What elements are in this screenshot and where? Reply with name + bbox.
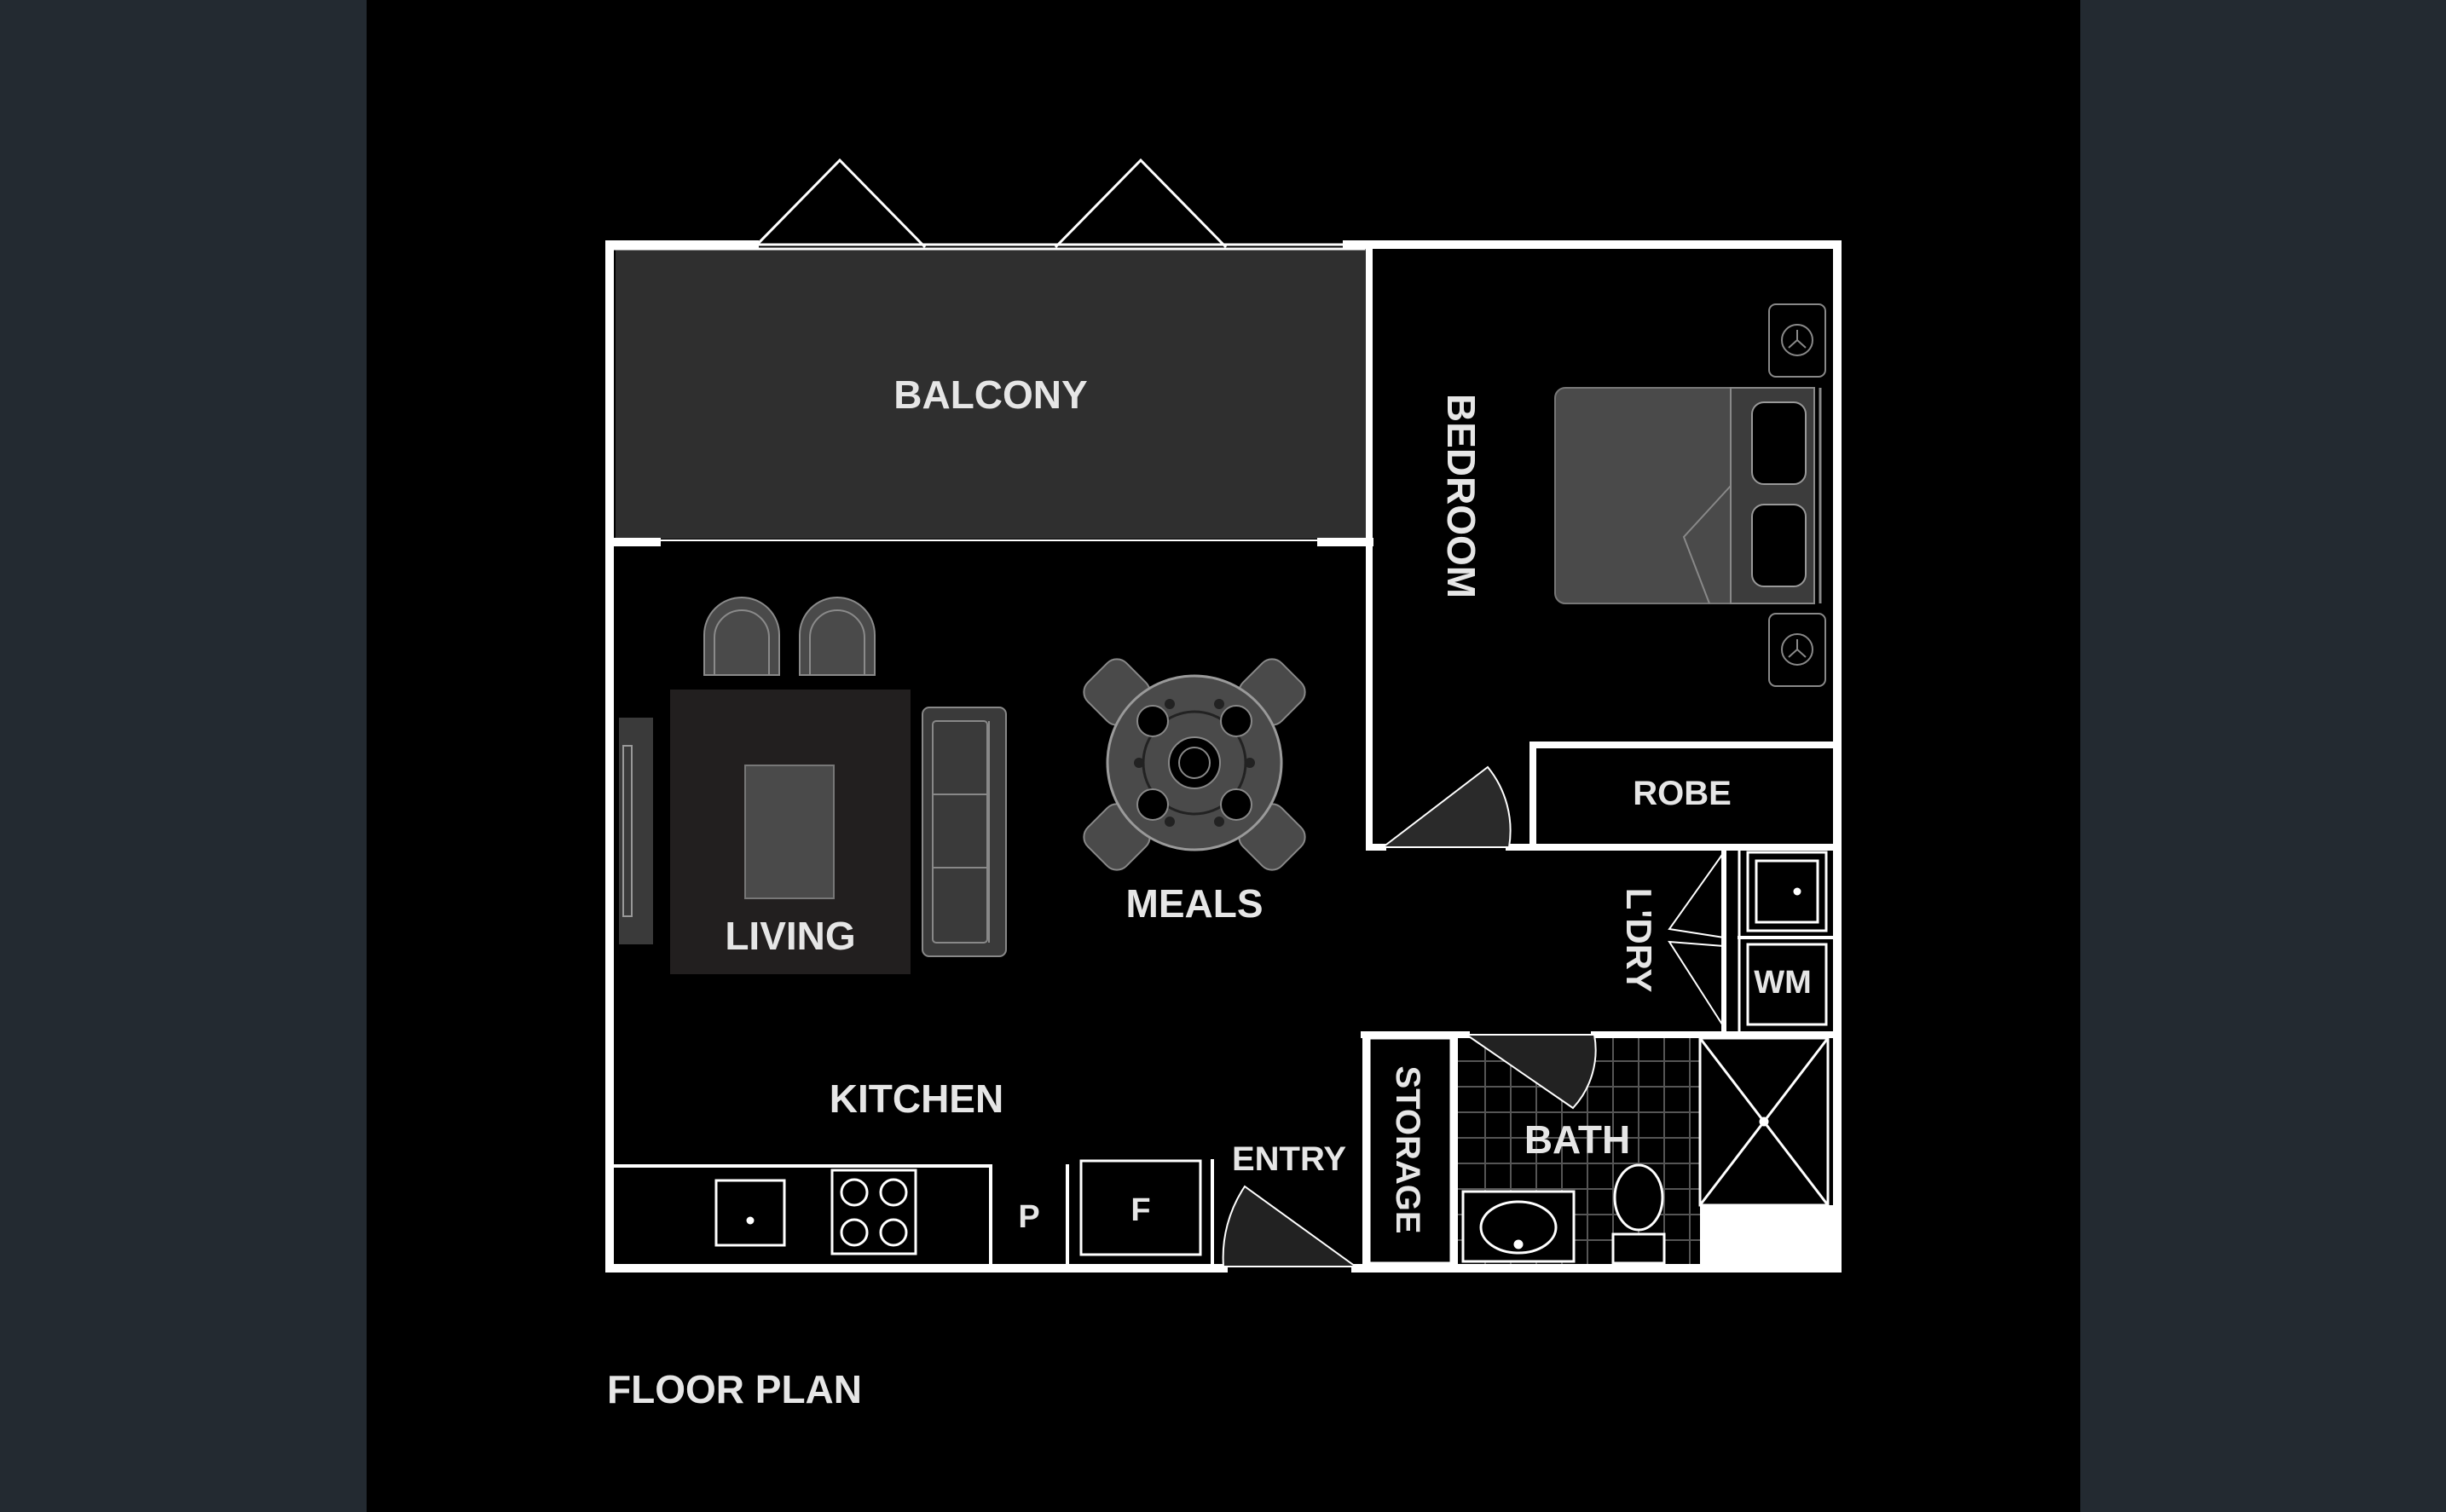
laundry-doors [1668, 851, 1725, 1028]
bath-label: BATH [1524, 1117, 1630, 1162]
washing-machine [1746, 943, 1828, 1026]
robe-label: ROBE [1633, 775, 1732, 812]
bedroom-door [1380, 765, 1512, 848]
fridge-label: F [1130, 1192, 1150, 1228]
armchairs [703, 597, 876, 676]
meals-label: MEALS [1126, 881, 1263, 926]
bedside-table-bottom [1768, 613, 1826, 687]
laundry-label: L'DRY [1619, 888, 1659, 993]
washing-machine-label: WM [1754, 965, 1812, 1001]
balcony-bifold-doors [753, 158, 1347, 249]
vanity-basin [1461, 1190, 1576, 1263]
pantry-label: P [1018, 1199, 1039, 1235]
balcony-floor [616, 249, 1366, 539]
toilet [1611, 1163, 1666, 1265]
fridge-space [1079, 1159, 1202, 1256]
coffee-table [744, 765, 835, 899]
tv-unit [619, 718, 653, 944]
storage-cupboard [1368, 1036, 1453, 1265]
shower-ledge [1700, 1205, 1833, 1264]
kitchen-sink [714, 1179, 786, 1247]
entry-door [1222, 1185, 1359, 1267]
living-label: LIVING [725, 914, 855, 958]
bedroom-label: BEDROOM [1439, 394, 1483, 598]
floor-plan-caption: FLOOR PLAN [607, 1367, 862, 1411]
storage-label: STORAGE [1389, 1065, 1426, 1233]
bedside-table-top [1768, 303, 1826, 378]
entry-label: ENTRY [1232, 1140, 1346, 1178]
cooktop [830, 1169, 917, 1255]
kitchen-label: KITCHEN [830, 1076, 1003, 1121]
balcony-label: BALCONY [893, 372, 1087, 417]
walls [605, 240, 1842, 1273]
dining-set [1083, 658, 1306, 871]
bath-door [1463, 1034, 1597, 1110]
laundry-tub [1746, 851, 1828, 932]
sofa [922, 707, 1007, 957]
bed [1554, 387, 1822, 604]
